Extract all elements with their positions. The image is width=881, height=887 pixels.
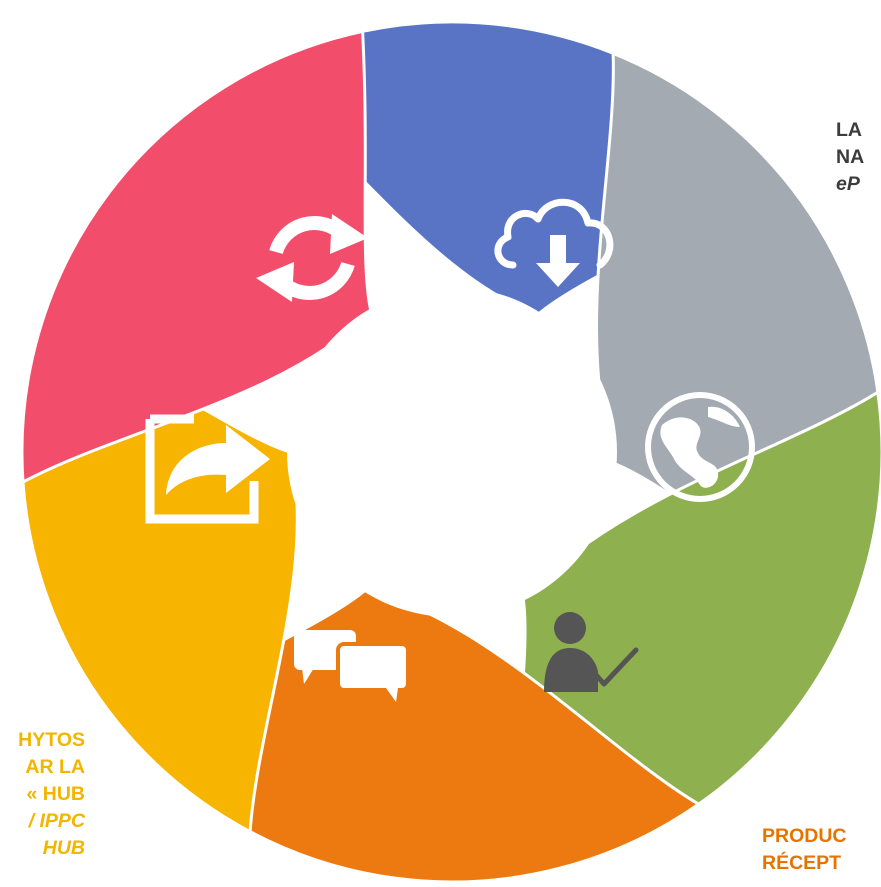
gray-segment-label: LA NA eP <box>836 117 864 198</box>
gray-label-line-2: NA <box>836 146 865 168</box>
yellow-segment-label: HYTOS AR LA « HUB / IPPC HUB <box>18 727 85 862</box>
yellow-label-line-3: « HUB <box>26 783 85 805</box>
red-segment <box>20 29 373 485</box>
yellow-label-line-1: HYTOS <box>18 729 85 751</box>
globe-icon <box>645 392 755 502</box>
yellow-label-line-4: / IPPC <box>28 810 85 832</box>
person-checkmark-icon <box>544 612 639 692</box>
gray-label-line-1: LA <box>836 119 862 141</box>
centre-hole <box>287 287 617 617</box>
gray-label-line-3: eP <box>836 173 860 195</box>
yellow-label-line-2: AR LA <box>25 756 85 778</box>
orange-label-line-2: RÉCEPT <box>762 852 842 874</box>
orange-label-line-1: PRODUC <box>762 825 847 847</box>
yellow-label-line-5: HUB <box>42 837 85 859</box>
share-export-icon <box>145 414 270 524</box>
orange-segment-label: PRODUC RÉCEPT <box>762 823 847 877</box>
chat-bubbles-icon <box>294 630 410 702</box>
sync-arrows-icon <box>256 214 368 302</box>
cloud-download-icon <box>494 198 614 287</box>
